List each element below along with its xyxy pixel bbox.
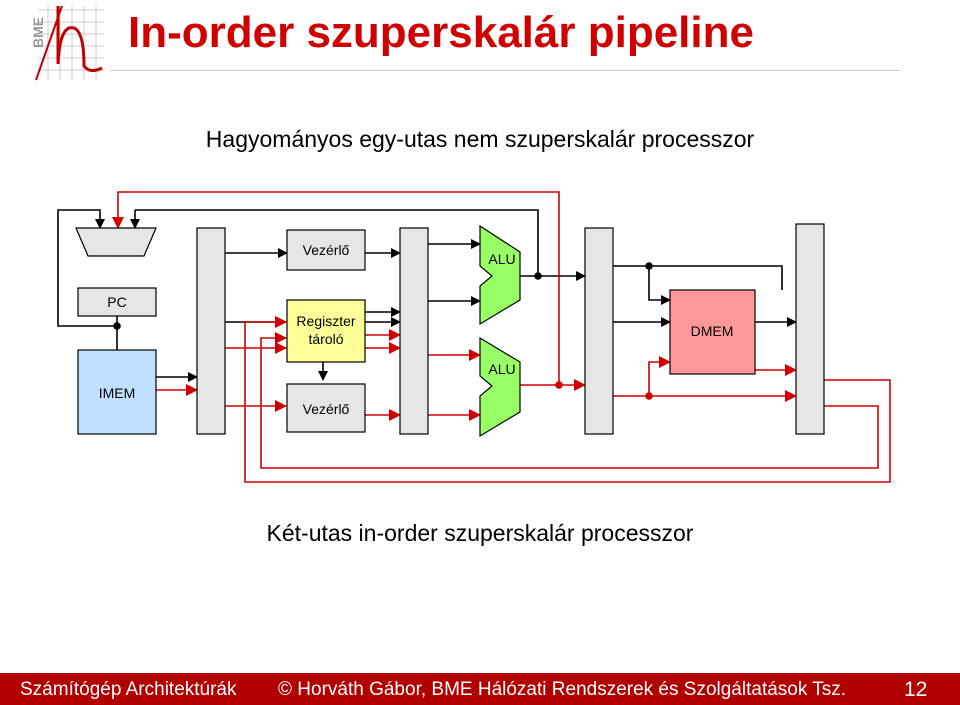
alu-bottom-label: ALU xyxy=(488,361,515,377)
black-wires xyxy=(57,209,797,382)
footer-page-number: 12 xyxy=(904,678,928,701)
control-unit-top xyxy=(286,229,366,271)
alu-bottom xyxy=(479,336,521,438)
control-bottom-label: Vezérlő xyxy=(303,401,350,417)
control-top-label: Vezérlő xyxy=(303,242,350,258)
footer-bar: Számítógép Architektúrák © Horváth Gábor… xyxy=(0,673,960,705)
pipeline-register-3 xyxy=(584,227,614,435)
alu-top xyxy=(479,224,521,326)
dmem-label: DMEM xyxy=(691,323,734,339)
red-wires xyxy=(112,191,891,483)
bme-logo: BME xyxy=(18,4,108,84)
dmem-box xyxy=(669,289,756,375)
pipeline-diagram: PC IMEM Vezérlő Regiszter tároló Vezérlő… xyxy=(40,180,920,500)
pc-label: PC xyxy=(107,294,126,310)
fetch-mux xyxy=(75,227,157,257)
page-title: In-order szuperskalár pipeline xyxy=(128,8,754,57)
footer-course: Számítógép Architektúrák xyxy=(20,679,237,700)
pipeline-register-2 xyxy=(399,227,429,435)
control-unit-bottom xyxy=(286,383,366,433)
pipeline-svg: PC IMEM Vezérlő Regiszter tároló Vezérlő… xyxy=(57,191,891,483)
bme-logo-graphic xyxy=(35,5,104,81)
title-divider xyxy=(110,70,900,71)
imem-label: IMEM xyxy=(99,385,136,401)
footer-copyright: © Horváth Gábor, BME Hálózati Rendszerek… xyxy=(278,679,847,700)
pipeline-register-4 xyxy=(795,223,825,435)
register-file-label-line1: Regiszter xyxy=(296,313,355,329)
pc-box xyxy=(77,287,157,317)
pipeline-register-1 xyxy=(196,227,226,435)
imem-box xyxy=(77,349,157,435)
bme-logo-text: BME xyxy=(30,16,46,48)
subtitle-single-issue: Hagyományos egy-utas nem szuperskalár pr… xyxy=(205,126,755,152)
subtitle-dual-issue: Két-utas in-order szuperskalár processzo… xyxy=(266,520,694,546)
register-file xyxy=(286,299,366,363)
register-file-label-line2: tároló xyxy=(308,331,343,347)
alu-top-label: ALU xyxy=(488,251,515,267)
